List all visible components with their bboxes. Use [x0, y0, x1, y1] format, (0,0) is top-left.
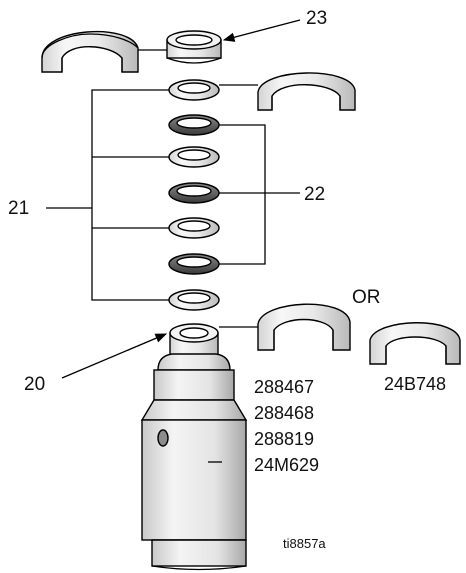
male-gland-ring: [168, 79, 220, 101]
part-number: 288467: [254, 377, 314, 397]
bearing-23: [166, 30, 222, 64]
v-packing-light: [168, 217, 220, 239]
callout-22: 22: [304, 184, 325, 205]
leader-lines: [61, 19, 301, 379]
v-packing-dark: [168, 182, 220, 204]
retainer-clip-alternate: [369, 322, 461, 365]
packing-stack: [168, 79, 220, 311]
figure-id: ti8857a: [283, 536, 326, 551]
v-packing-dark: [168, 253, 220, 275]
part-number: 288819: [254, 429, 314, 449]
callout-23: 23: [306, 8, 327, 29]
part-number-list: 288467 288468 288819 24M629: [254, 377, 319, 475]
callout-21: 21: [8, 198, 29, 219]
bracket-22: [219, 124, 300, 265]
female-gland-ring: [168, 289, 220, 311]
retainer-clip-top: [41, 30, 139, 73]
bracket-21: [46, 89, 169, 301]
retainer-clip-right: [257, 72, 356, 111]
v-packing-dark: [168, 114, 220, 136]
part-number: 24M629: [254, 455, 319, 475]
alternate-part-number: 24B748: [384, 374, 446, 394]
v-packing-light: [168, 146, 220, 168]
retainer-clip-lower: [257, 303, 351, 351]
part-number: 288468: [254, 403, 314, 423]
or-label: OR: [352, 287, 381, 308]
piston-housing: [140, 323, 248, 571]
callout-20: 20: [24, 374, 45, 395]
